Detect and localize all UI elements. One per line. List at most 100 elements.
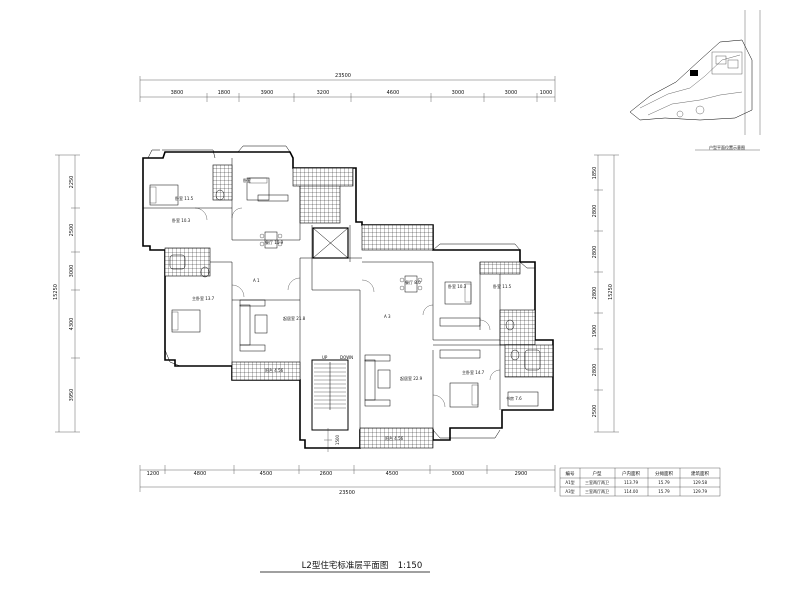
bottom-dim-7: 2900 <box>515 471 528 477</box>
left-overall-dim: 15250 <box>53 284 59 300</box>
bed-nw <box>149 184 179 206</box>
location-marker <box>690 70 698 76</box>
top-dim-8: 1000 <box>540 90 553 96</box>
bath-nw <box>212 164 233 201</box>
furniture <box>149 177 541 408</box>
right-dimension-chain: 15250 1850 2800 2800 2800 1900 2800 2500 <box>592 154 619 433</box>
bed-e <box>444 281 472 305</box>
balcony-s <box>359 427 434 449</box>
label-unit-a: A 1 <box>253 278 260 283</box>
bottom-overall-dim: 23500 <box>339 490 355 496</box>
label-study-b: 书房 7.6 <box>506 395 522 401</box>
stair-down-label: DOWN <box>340 355 353 360</box>
bath-w <box>164 247 211 277</box>
bottom-dim-4: 2600 <box>320 471 333 477</box>
top-dimension-chain: 23500 3800 1800 3900 3200 4600 3000 3000… <box>139 73 556 102</box>
table-header-inner-area: 户内面积 <box>622 470 640 477</box>
table-row1-shared: 15.79 <box>658 480 670 485</box>
bath-e-top <box>479 261 521 275</box>
right-overall-dim: 15250 <box>608 284 614 300</box>
right-dim-5: 1900 <box>592 325 598 338</box>
bottom-dim-2: 4800 <box>194 471 207 477</box>
label-bedroom-nw: 卧室 10.3 <box>172 217 191 223</box>
core: UP DOWN <box>311 227 353 431</box>
bottom-dim-6: 3000 <box>452 471 465 477</box>
plan-title: L2型住宅标准层平面图 <box>302 560 389 571</box>
bottom-dim-3: 4500 <box>260 471 273 477</box>
top-dim-1: 3800 <box>171 90 184 96</box>
table-row1-total: 129.58 <box>693 480 707 485</box>
label-living-b: 起居室 22.9 <box>400 375 423 381</box>
left-dim-3: 3000 <box>69 265 75 278</box>
table-row2-id: A3型 <box>565 488 574 494</box>
dining-table-e <box>399 275 423 293</box>
left-dim-4: 4300 <box>69 318 75 331</box>
room-labels: 卧室 10.3 卧室 11.5 卧室 餐厅 10.9 A 1 主卧室 13.7 … <box>172 177 522 441</box>
kitchen-c <box>361 224 434 251</box>
left-dim-2: 2500 <box>69 224 75 237</box>
right-dim-3: 2800 <box>592 246 598 259</box>
table-row1-id: A1型 <box>565 479 574 485</box>
right-dim-4: 2800 <box>592 287 598 300</box>
top-dim-6: 3000 <box>452 90 465 96</box>
top-dim-7: 3000 <box>505 90 518 96</box>
top-dim-3: 3900 <box>261 90 274 96</box>
label-master-bed-b: 主卧室 14.7 <box>462 369 485 375</box>
right-dim-2: 2800 <box>592 205 598 218</box>
table-header-total-area: 建筑面积 <box>691 470 709 477</box>
bathtub-se <box>524 349 541 371</box>
toilet-se <box>510 349 520 361</box>
wardrobe-se <box>439 349 481 359</box>
bed-se <box>449 382 479 408</box>
bottom-dim-5: 4500 <box>386 471 399 477</box>
left-dim-5: 3950 <box>69 389 75 402</box>
wardrobe-e <box>439 317 481 327</box>
stair-up-label: UP <box>322 355 328 360</box>
label-balcony-b: 阳台 4.56 <box>385 435 404 441</box>
table-row2-inner: 114.00 <box>624 489 638 494</box>
bottom-dimension-chain: 1200 4800 4500 2600 4500 3000 2900 23500 <box>139 465 556 496</box>
right-dim-7: 2500 <box>592 405 598 418</box>
stair-dim: 1500 <box>324 428 340 452</box>
stair-dim-text: 1500 <box>335 434 340 445</box>
toilet-w <box>200 266 210 278</box>
top-dim-5: 4600 <box>387 90 400 96</box>
wardrobe-n <box>257 194 289 202</box>
table-header-type: 户型 <box>593 470 602 477</box>
label-bedroom-e: 卧室 10.3 <box>448 283 467 289</box>
sofa-e <box>364 354 391 407</box>
table-row2-shared: 15.79 <box>658 489 670 494</box>
bottom-dim-1: 1200 <box>147 471 160 477</box>
toilet-nw <box>215 189 225 201</box>
table-row1-inner: 113.79 <box>624 480 638 485</box>
label-balcony-a: 阳台 4.56 <box>265 367 284 373</box>
unit-area-table: 编号 户型 户内面积 分摊面积 建筑面积 A1型 三室两厅两卫 113.79 1… <box>559 467 721 497</box>
table-header-shared-area: 分摊面积 <box>655 470 673 477</box>
doors <box>194 207 501 408</box>
label-master-bed-a: 主卧室 13.7 <box>192 295 215 301</box>
desk-study <box>507 391 539 407</box>
drawing-title: L2型住宅标准层平面图 1:150 <box>260 560 430 573</box>
label-unit-b: A 3 <box>384 314 391 319</box>
label-bedroom-e2: 卧室 11.5 <box>493 283 512 289</box>
left-dim-1: 2250 <box>69 176 75 189</box>
balcony-sw <box>231 361 301 381</box>
bath-se <box>504 344 554 378</box>
label-dining-a: 餐厅 10.9 <box>265 239 284 245</box>
table-header-id: 编号 <box>566 470 575 477</box>
label-living-a: 起居室 21.8 <box>283 315 306 321</box>
toilet-e <box>505 319 515 331</box>
tiled-areas <box>164 164 554 449</box>
kitchen-n <box>292 167 354 187</box>
site-key-plan: 户型平面位置示意图 <box>629 10 761 151</box>
table-row1-type: 三室两厅两卫 <box>585 479 609 485</box>
top-dim-4: 3200 <box>317 90 330 96</box>
label-dining-b: 餐厅 8.0 <box>405 279 421 285</box>
site-plan-caption: 户型平面位置示意图 <box>709 144 745 150</box>
top-overall-dim: 23500 <box>335 73 351 79</box>
label-bedroom-nw2: 卧室 11.5 <box>175 195 194 201</box>
top-dim-2: 1800 <box>218 90 231 96</box>
bathtub-w <box>169 254 186 270</box>
dining-table-w <box>259 231 283 249</box>
